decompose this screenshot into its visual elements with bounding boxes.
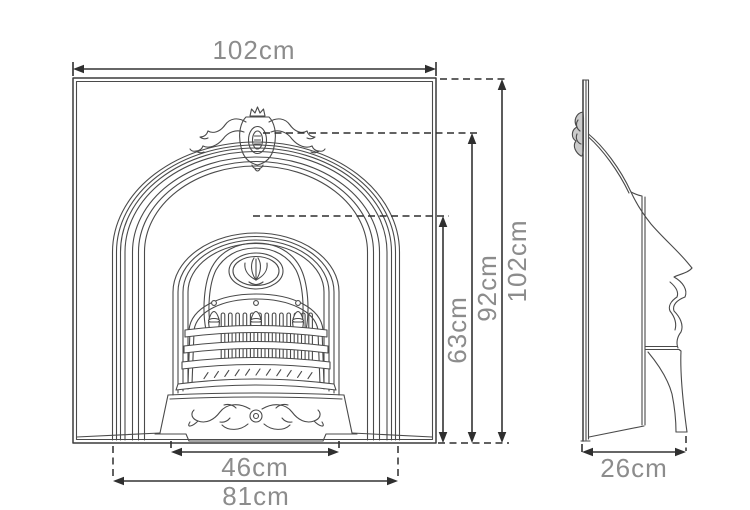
side-back-plate — [580, 79, 645, 442]
dimension-grate-width: 46cm — [171, 447, 339, 482]
dimension-annotations: 102cm 63cm 92cm 102cm 46cm — [72, 35, 687, 510]
medallion-ornament — [228, 252, 284, 290]
dimension-overall-height: 102cm — [497, 79, 532, 443]
dimension-label-grate-width: 46cm — [221, 452, 289, 482]
dashed-guides — [112, 78, 687, 478]
dimension-label-overall-height: 102cm — [502, 219, 532, 302]
side-hood-curve — [587, 133, 693, 269]
base-plinth — [75, 392, 434, 442]
dimension-crest-height: 92cm — [467, 133, 502, 443]
dimension-depth: 26cm — [582, 447, 686, 483]
ash-hatch-ticks — [203, 368, 313, 380]
firebox-opening — [203, 242, 309, 331]
dimension-label-crest-height: 92cm — [472, 254, 502, 322]
outer-arch-band — [111, 141, 401, 441]
dimension-label-top-width: 102cm — [212, 35, 295, 65]
dimension-opening-height: 63cm — [438, 216, 472, 443]
dimension-label-depth: 26cm — [600, 453, 668, 483]
fire-basket — [175, 293, 337, 391]
side-moulding-profile — [668, 267, 693, 349]
front-frame-inner — [75, 80, 434, 441]
basket-front-bars — [181, 324, 331, 370]
side-leg — [644, 345, 688, 433]
side-firebox-back — [630, 191, 646, 426]
dimension-top-width: 102cm — [72, 35, 437, 76]
dimension-label-base-width: 81cm — [222, 481, 290, 510]
plinth-scroll-ornament — [188, 403, 324, 430]
dimension-base-width: 81cm — [113, 476, 398, 510]
side-crest-detail — [575, 119, 582, 145]
front-frame-outer — [72, 77, 437, 444]
basket-fender — [175, 378, 337, 391]
side-crest-profile — [571, 111, 585, 157]
middle-arch-band — [131, 156, 381, 441]
dimension-label-opening-height: 63cm — [442, 296, 472, 364]
front-view-drawing — [72, 77, 437, 444]
side-view-drawing — [571, 79, 693, 442]
